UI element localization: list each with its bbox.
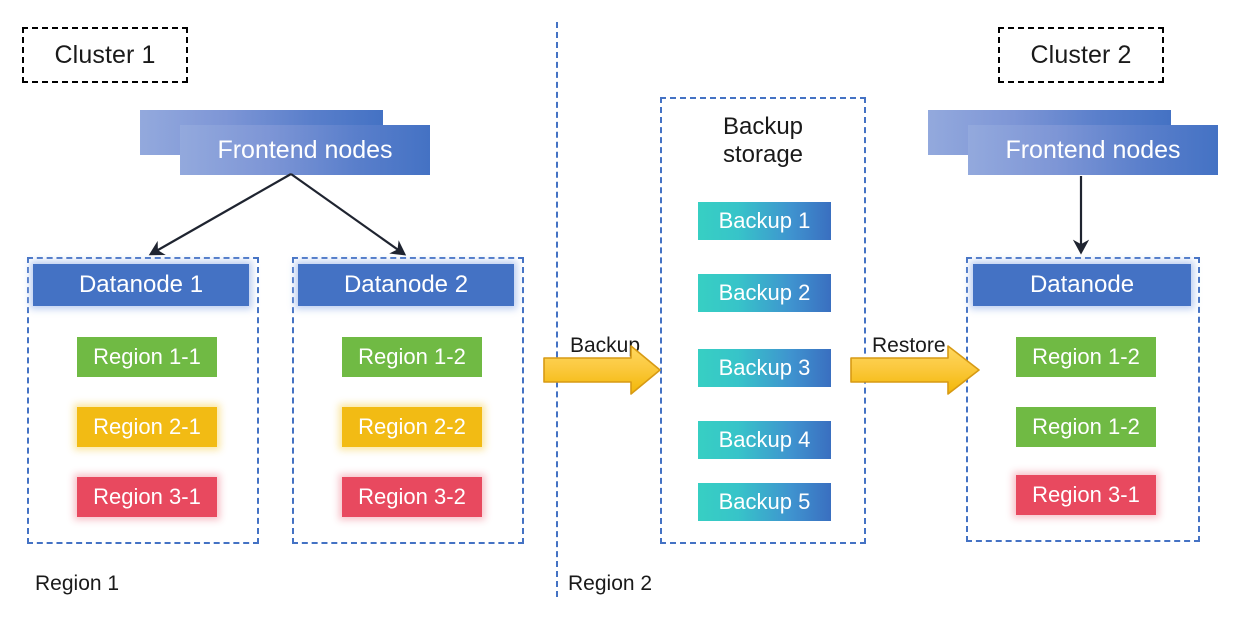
- datanode-1-container: Datanode 1 Region 1-1 Region 2-1 Region …: [27, 257, 259, 544]
- backup-item-2[interactable]: Backup 2: [698, 274, 831, 312]
- frontend-nodes-cluster-1[interactable]: Frontend nodes: [140, 110, 430, 175]
- arrow-frontend-to-datanode-1: [148, 173, 292, 256]
- cluster-1-title-label: Cluster 1: [54, 40, 156, 69]
- arrow-frontend-to-datanode-2: [290, 173, 407, 256]
- backup-item-3-label: Backup 3: [718, 355, 811, 380]
- datanode-2-region-3-label: Region 3-2: [358, 484, 466, 509]
- datanode-2-region-1-label: Region 1-2: [358, 344, 466, 369]
- datanode-2-label: Datanode 2: [343, 271, 469, 298]
- datanode-2-region-3[interactable]: Region 3-2: [342, 477, 482, 517]
- backup-flow-label: Backup: [570, 334, 641, 357]
- backup-item-4-label: Backup 4: [718, 427, 811, 452]
- cluster-2-title-label: Cluster 2: [1030, 40, 1132, 69]
- datanode-restored-region-3-label: Region 3-1: [1032, 482, 1140, 507]
- backup-item-3[interactable]: Backup 3: [698, 349, 831, 387]
- backup-storage-title: Backup storage: [662, 113, 864, 170]
- datanode-1-region-2-label: Region 2-1: [93, 414, 201, 439]
- region-2-label: Region 2: [568, 572, 653, 595]
- datanode-restored-container: Datanode Region 1-2 Region 1-2 Region 3-…: [966, 257, 1200, 542]
- backup-storage-title-line-2: storage: [722, 141, 804, 169]
- datanode-restored-region-2-label: Region 1-2: [1032, 414, 1140, 439]
- datanode-1-header[interactable]: Datanode 1: [33, 264, 249, 306]
- restore-flow-label: Restore: [872, 334, 946, 357]
- frontend-nodes-label-1: Frontend nodes: [217, 135, 393, 164]
- datanode-restored-header[interactable]: Datanode: [973, 264, 1191, 306]
- backup-item-5-label: Backup 5: [718, 489, 811, 514]
- datanode-restored-label: Datanode: [1029, 271, 1135, 298]
- region-divider-line: [556, 22, 558, 597]
- frontend-nodes-label-2: Frontend nodes: [1005, 135, 1181, 164]
- backup-item-1-label: Backup 1: [718, 208, 811, 233]
- frontend-nodes-front-plate-1: Frontend nodes: [180, 125, 430, 175]
- datanode-2-region-2[interactable]: Region 2-2: [342, 407, 482, 447]
- frontend-nodes-front-plate-2: Frontend nodes: [968, 125, 1218, 175]
- cluster-1-title-chip: Cluster 1: [22, 27, 188, 83]
- datanode-restored-region-1[interactable]: Region 1-2: [1016, 337, 1156, 377]
- datanode-1-region-3-label: Region 3-1: [93, 484, 201, 509]
- datanode-restored-region-1-label: Region 1-2: [1032, 344, 1140, 369]
- datanode-restored-region-3[interactable]: Region 3-1: [1016, 475, 1156, 515]
- datanode-1-region-2[interactable]: Region 2-1: [77, 407, 217, 447]
- backup-item-2-label: Backup 2: [718, 280, 811, 305]
- datanode-2-container: Datanode 2 Region 1-2 Region 2-2 Region …: [292, 257, 524, 544]
- cluster-2-title-chip: Cluster 2: [998, 27, 1164, 83]
- backup-storage-title-line-1: Backup: [722, 113, 804, 140]
- datanode-1-region-1[interactable]: Region 1-1: [77, 337, 217, 377]
- region-1-label: Region 1: [35, 572, 120, 595]
- datanode-1-label: Datanode 1: [78, 271, 204, 298]
- backup-item-1[interactable]: Backup 1: [698, 202, 831, 240]
- datanode-restored-region-2[interactable]: Region 1-2: [1016, 407, 1156, 447]
- datanode-2-region-1[interactable]: Region 1-2: [342, 337, 482, 377]
- datanode-1-region-3[interactable]: Region 3-1: [77, 477, 217, 517]
- backup-item-5[interactable]: Backup 5: [698, 483, 831, 521]
- datanode-2-region-2-label: Region 2-2: [358, 414, 466, 439]
- datanode-2-header[interactable]: Datanode 2: [298, 264, 514, 306]
- frontend-nodes-cluster-2[interactable]: Frontend nodes: [928, 110, 1218, 175]
- datanode-1-region-1-label: Region 1-1: [93, 344, 201, 369]
- backup-storage-container: Backup storage Backup 1 Backup 2 Backup …: [660, 97, 866, 544]
- backup-item-4[interactable]: Backup 4: [698, 421, 831, 459]
